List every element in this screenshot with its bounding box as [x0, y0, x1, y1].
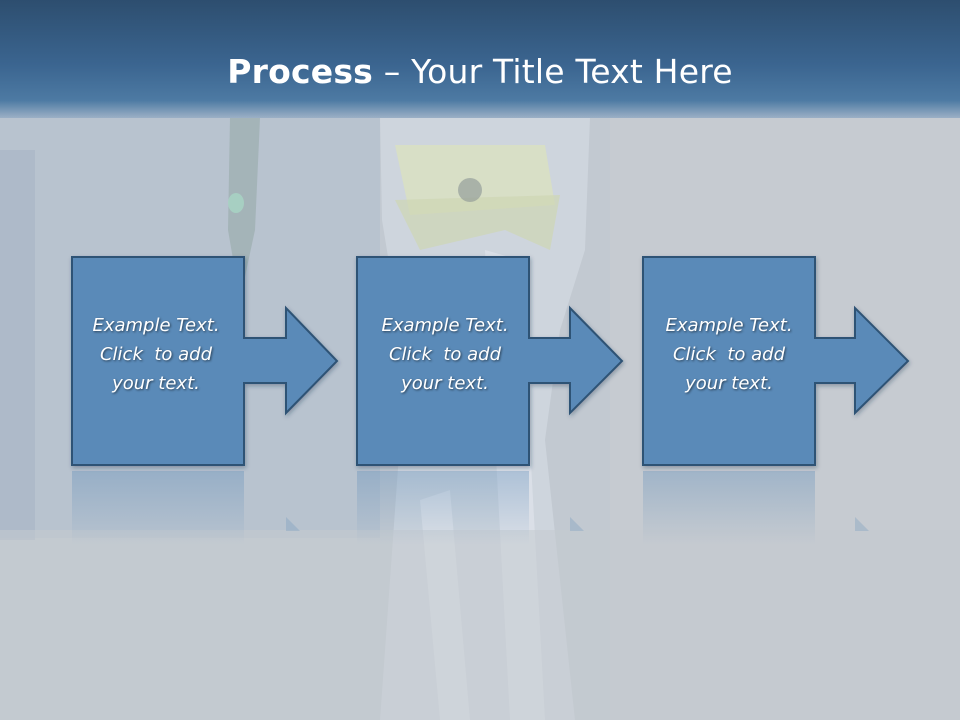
title-rest: – Your Title Text Here: [373, 52, 733, 91]
step-3-line-3: your text.: [685, 373, 773, 394]
step-1-line-2: Click to add: [99, 344, 212, 365]
step-3-shape[interactable]: [642, 256, 910, 545]
step-2-line-3: your text.: [401, 373, 489, 394]
step-1-shape[interactable]: [71, 256, 339, 545]
step-2-line-2: Click to add: [388, 344, 501, 365]
step-3-line-2: Click to add: [672, 344, 785, 365]
step-3-line-1: Example Text.: [665, 315, 793, 336]
step-1-line-1: Example Text.: [92, 315, 220, 336]
step-1-line-3: your text.: [112, 373, 200, 394]
step-2-line-1: Example Text.: [381, 315, 509, 336]
step-2-text[interactable]: Example Text. Click to add your text.: [360, 311, 530, 398]
step-3-text[interactable]: Example Text. Click to add your text.: [644, 311, 814, 398]
step-2-shape[interactable]: [356, 256, 624, 545]
title-bold: Process: [227, 52, 374, 91]
step-1-text[interactable]: Example Text. Click to add your text.: [71, 311, 241, 398]
slide-title[interactable]: Process – Your Title Text Here: [0, 52, 960, 91]
title-bar: [0, 0, 960, 118]
